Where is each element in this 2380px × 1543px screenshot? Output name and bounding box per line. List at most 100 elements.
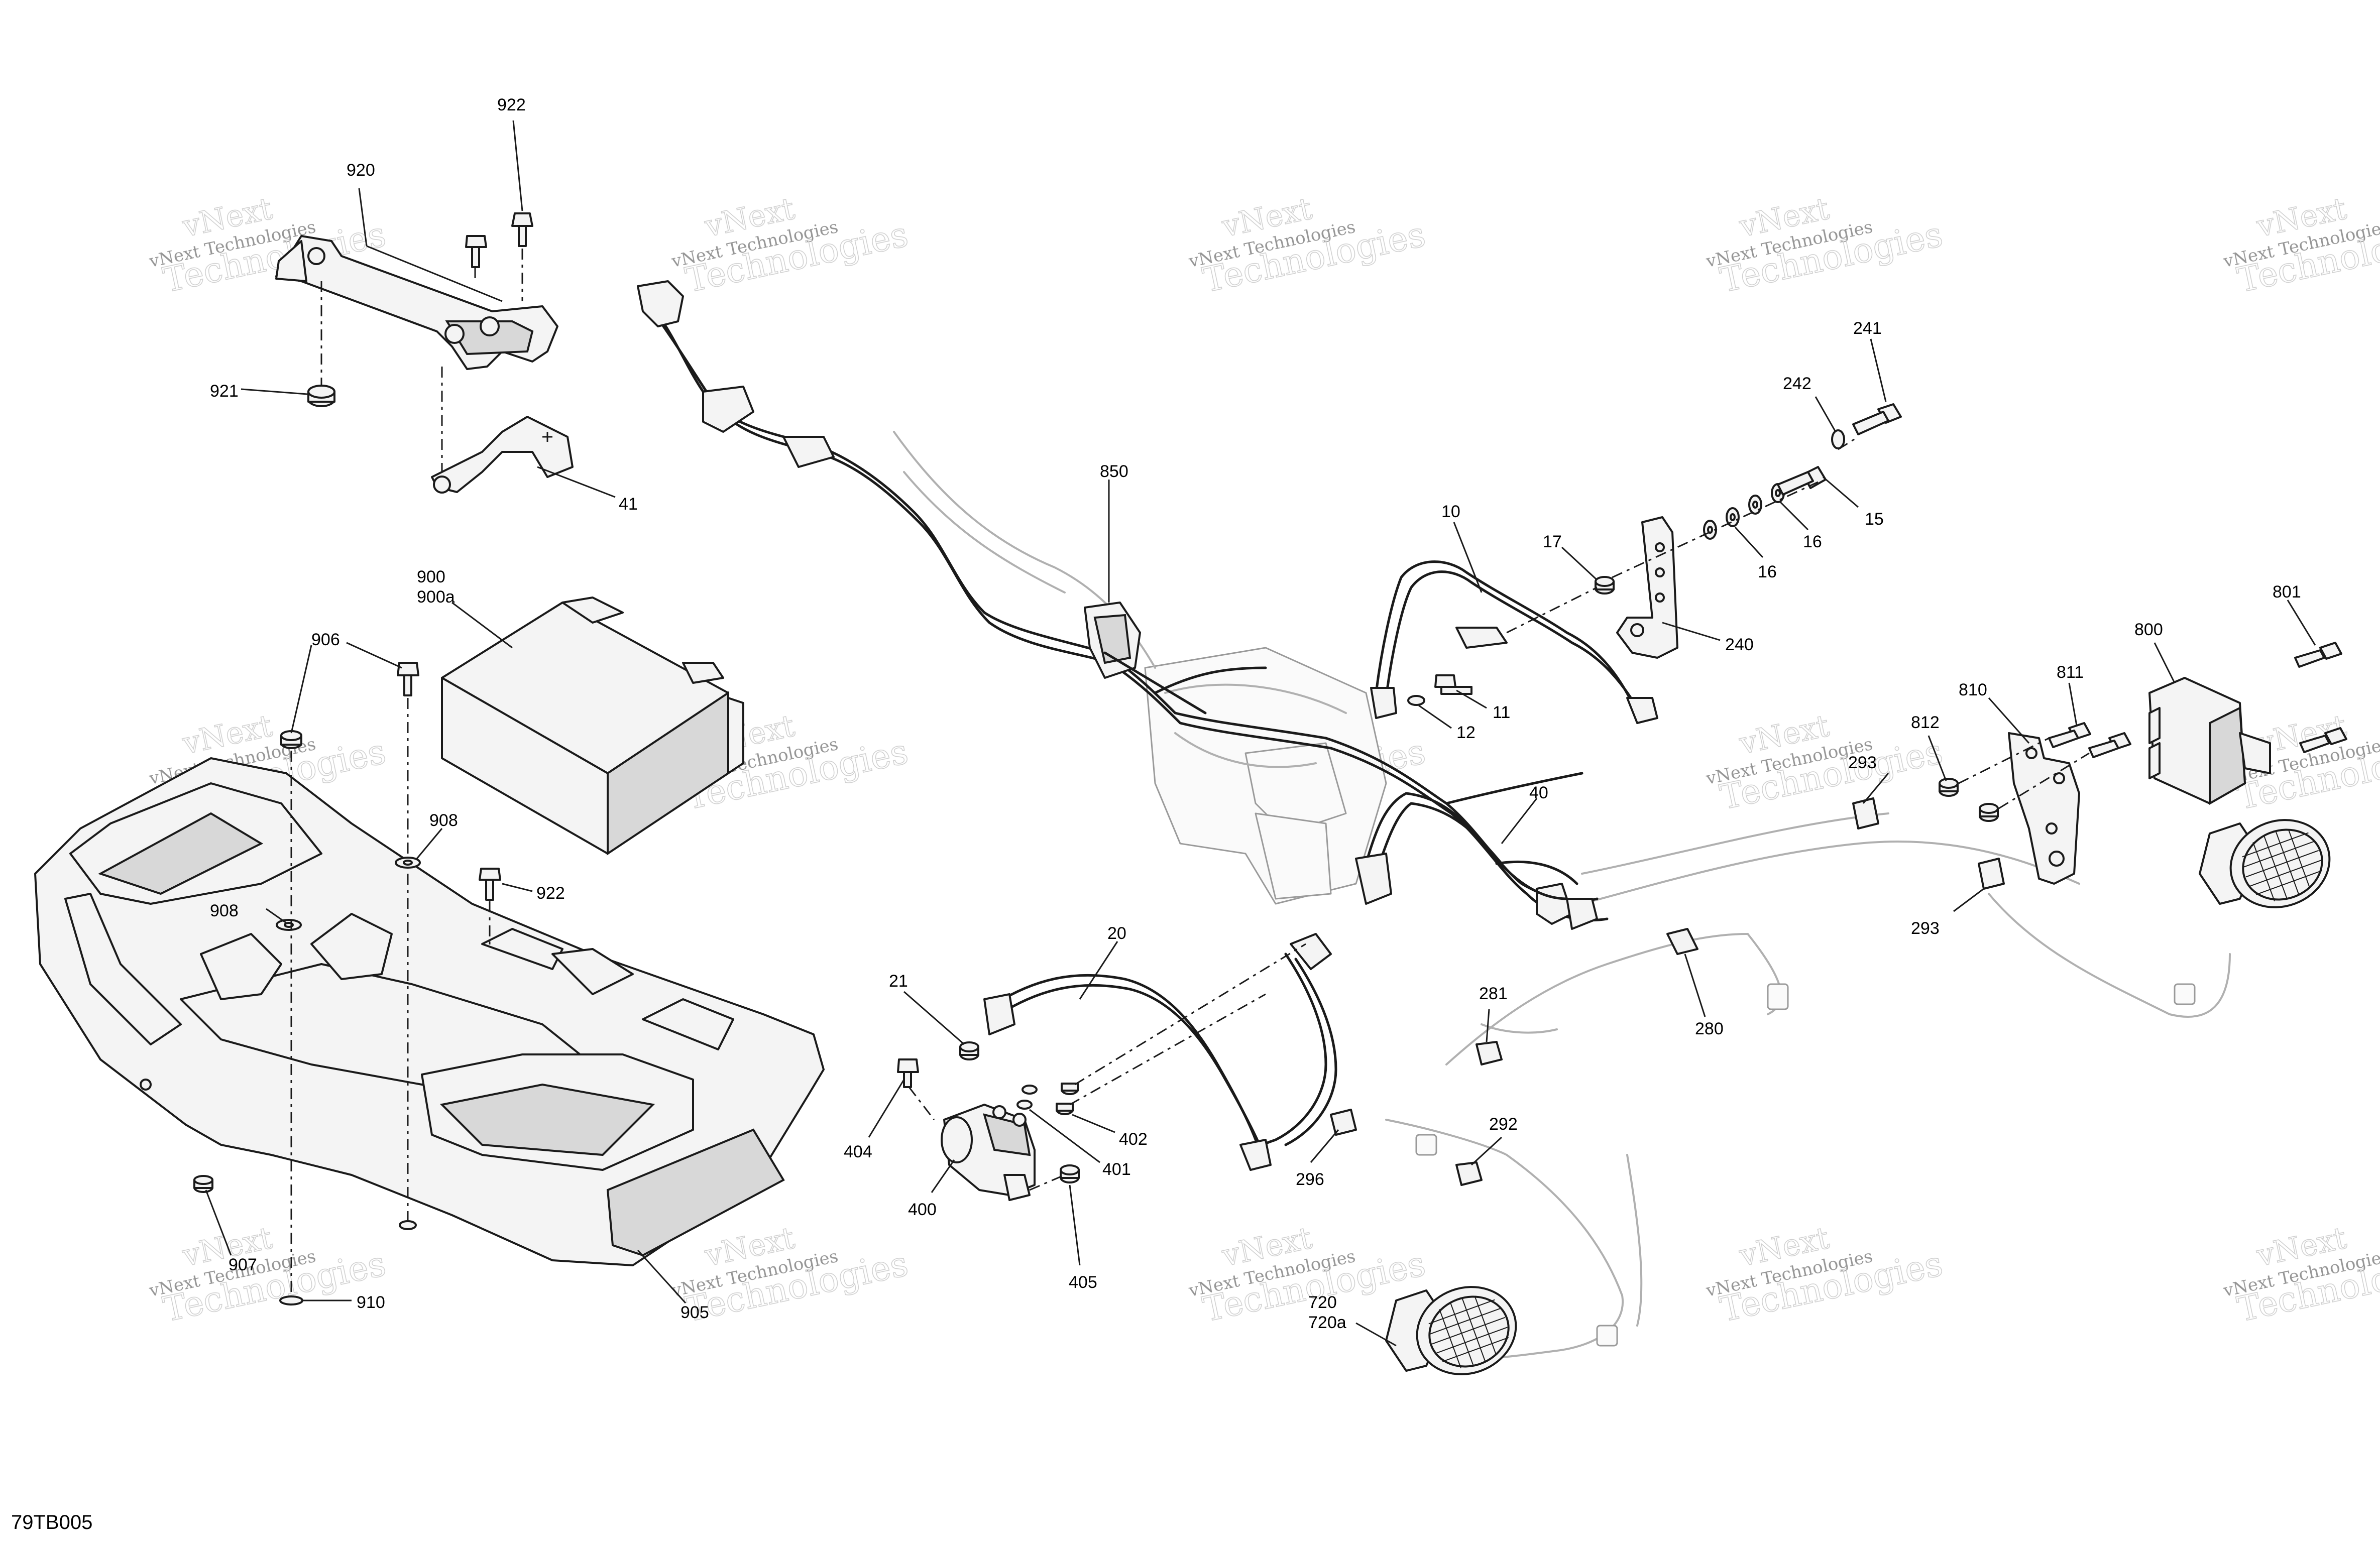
washer-908-lower [276, 919, 302, 931]
battery-cable-40 [1355, 792, 1568, 905]
callout-label: 401 [1102, 1160, 1131, 1179]
washer-16 [1748, 495, 1762, 515]
assembly-line [1998, 752, 2090, 809]
bolt-906 [397, 662, 419, 696]
bolt-801 [2294, 642, 2342, 668]
assembly-line [1612, 481, 1819, 578]
callout-label: 404 [844, 1142, 872, 1161]
callout-label: 922 [536, 884, 565, 903]
assembly-line [1074, 943, 1306, 1086]
battery-tray-905 [34, 757, 825, 1266]
assembly-line [1029, 1174, 1065, 1191]
callout-label: 241 [1853, 319, 1882, 338]
o-ring-242 [1831, 429, 1845, 449]
bolt-241 [1852, 403, 1902, 435]
leader-lines [205, 120, 2316, 1347]
watermark: vNext vNext Technologies Technologies [1704, 191, 1947, 301]
bolt-922 [511, 212, 533, 247]
clip-293-lower [1978, 858, 2005, 890]
washer-910-bottom [279, 1295, 303, 1305]
watermark: vNext vNext Technologies Technologies [669, 1220, 912, 1331]
callout-label: 405 [1069, 1273, 1097, 1292]
battery-900 [441, 597, 744, 856]
bolt-922-lower [479, 868, 501, 901]
assembly-line [1069, 993, 1266, 1106]
callout-label: 811 [2057, 663, 2084, 682]
clip-296 [1330, 1109, 1357, 1136]
callout-label: 16 [1803, 532, 1822, 551]
callout-label: 720a [1308, 1313, 1346, 1332]
callout-label: 293 [1848, 753, 1877, 772]
watermark: vNext vNext Technologies Technologies [1187, 191, 1429, 301]
assembly-line [1958, 737, 2050, 784]
ground-bracket-240 [1616, 516, 1678, 659]
watermark: vNext vNext Technologies Technologies [2221, 191, 2380, 301]
nut-17 [1595, 576, 1615, 595]
callout-label: 850 [1100, 462, 1128, 481]
callout-label: 910 [357, 1293, 385, 1312]
figure-code: 79TB005 [11, 1511, 92, 1533]
washer-908 [395, 857, 421, 869]
washer-910 [399, 1220, 417, 1230]
callout-label: 400 [908, 1200, 937, 1219]
assembly-line [908, 1087, 935, 1120]
nut-907 [193, 1175, 213, 1193]
headlight-720 [1385, 1286, 1517, 1375]
callout-label: 242 [1783, 374, 1811, 393]
callout-label: 812 [1911, 713, 1940, 732]
callout-label: 11 [1493, 703, 1510, 722]
bolt-15 [1777, 466, 1827, 496]
nut-812 [1939, 778, 1959, 797]
callout-label: 900 [417, 567, 445, 586]
callout-label: 292 [1489, 1115, 1518, 1134]
callout-label: 15 [1865, 510, 1884, 529]
bolt [2299, 727, 2347, 753]
bolt [465, 235, 487, 268]
callout-label: 20 [1107, 924, 1126, 943]
watermark: vNext vNext Technologies Technologies [147, 1220, 390, 1331]
nut-402 [1056, 1103, 1074, 1115]
callout-label: 12 [1456, 723, 1476, 742]
bolt-11 [1434, 674, 1472, 695]
assembly-line [1838, 436, 1859, 450]
callout-label: 907 [229, 1255, 257, 1274]
callout-label: 801 [2273, 582, 2301, 602]
callout-label: 906 [311, 630, 340, 649]
nut-21 [959, 1041, 979, 1060]
watermark: vNext vNext Technologies Technologies [1704, 1220, 1947, 1331]
washer-401 [1016, 1100, 1033, 1110]
assembly-line [1506, 586, 1598, 634]
terminal-cover-41 [431, 416, 574, 494]
nut-906 [280, 730, 302, 749]
washer-16 [1726, 507, 1740, 527]
callouts: 922 920 921 41 900 900a 906 908 922 908 … [210, 95, 2301, 1332]
callout-label: 905 [681, 1303, 709, 1322]
callout-label: 922 [497, 95, 526, 114]
callout-label: 908 [210, 901, 239, 920]
callout-label: 293 [1911, 919, 1940, 938]
clip-293-upper [1852, 797, 1879, 829]
nut-405 [1060, 1164, 1080, 1183]
callout-label: 810 [1959, 680, 1987, 699]
callout-label: 921 [210, 382, 239, 401]
watermark: vNext vNext Technologies Technologies [1187, 1220, 1429, 1331]
headlight-right [2199, 819, 2331, 908]
wiring-harness-850 [637, 280, 1609, 930]
callout-label: 281 [1479, 984, 1508, 1003]
starter-cable-20 [983, 933, 1337, 1171]
callout-label: 908 [429, 811, 458, 830]
callout-label: 10 [1441, 502, 1460, 521]
callout-label: 296 [1296, 1170, 1324, 1189]
mounting-bracket-920 [275, 235, 558, 370]
watermark: vNext vNext Technologies Technologies [669, 191, 912, 301]
callout-label: 21 [889, 972, 908, 991]
clip-281 [1476, 1041, 1503, 1065]
bolt-404 [897, 1058, 919, 1088]
nut-12 [1407, 695, 1425, 706]
callout-label: 17 [1543, 532, 1562, 551]
nut-921 [307, 385, 335, 407]
chassis-background [893, 431, 2231, 1359]
callout-label: 41 [619, 495, 638, 514]
washer-401 [1022, 1085, 1038, 1095]
